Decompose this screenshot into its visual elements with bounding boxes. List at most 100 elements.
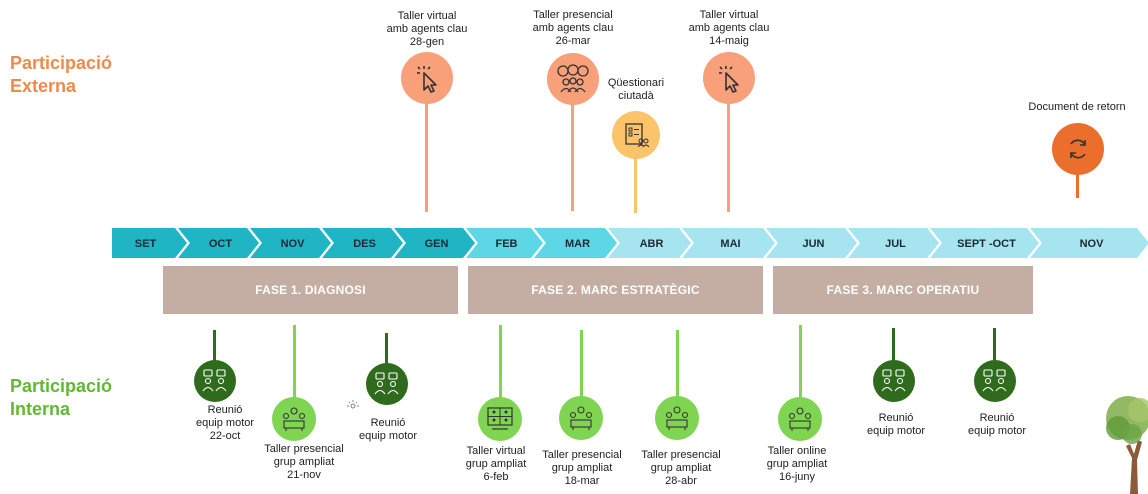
team-meeting-icon <box>982 369 1007 392</box>
phase-1-box: FASE 1. DIAGNOSI <box>163 266 458 314</box>
ext-event-1-line1: Taller virtual <box>397 10 457 22</box>
timeline-month-label: OCT <box>209 238 233 250</box>
external-title-line2: Externa <box>10 76 77 96</box>
int-event-6-circle <box>655 396 699 440</box>
timeline-month-label: SEPT -OCT <box>957 238 1016 250</box>
refresh-icon <box>1070 139 1086 159</box>
phase-1-label: FASE 1. DIAGNOSI <box>255 283 366 297</box>
ext-event-4-line3: 14-maig <box>709 35 749 47</box>
ext-event-1-circle <box>401 52 453 104</box>
int-event-1-label: Reunió equip motor 22-oct <box>196 404 254 443</box>
timeline-month-label: MAR <box>565 238 590 250</box>
int-event-8-label: Reunió equip motor <box>867 412 925 438</box>
ext-event-4-circle <box>703 52 755 104</box>
team-meeting-icon <box>881 369 906 392</box>
ext-event-2-line3: 26-mar <box>555 35 591 47</box>
ext-event-5-line1: Document de retorn <box>1028 101 1126 113</box>
timeline-chevron <box>534 228 617 258</box>
phase-2-label: FASE 2. MARC ESTRATÈGIC <box>531 283 700 297</box>
int-event-6-label: Taller presencial grup ampliat 28-abr <box>641 449 720 488</box>
int-event-9-circle <box>974 360 1016 402</box>
phase-3-label: FASE 3. MARC OPERATIU <box>826 283 980 297</box>
team-meeting-icon <box>374 372 399 395</box>
int-event-1-stem <box>213 330 216 370</box>
int-event-7-line3: 16-juny <box>778 471 816 483</box>
int-event-1-line2: equip motor <box>195 417 255 429</box>
int-event-4-circle <box>478 397 522 441</box>
timeline-chevron <box>608 228 691 258</box>
ext-event-5-circle <box>1052 123 1104 175</box>
int-event-8-stem <box>892 328 895 365</box>
int-event-3-line2: equip motor <box>358 430 418 442</box>
timeline-month-label: GEN <box>425 238 449 250</box>
int-event-1-line1: Reunió <box>207 404 243 416</box>
timeline-chevron <box>394 228 475 258</box>
timeline-chevron <box>178 228 259 258</box>
timeline-chevron <box>682 228 775 258</box>
ext-event-1-line2: amb agents clau <box>386 23 468 35</box>
cursor-click-icon <box>719 66 739 93</box>
video-call-icon <box>487 407 513 430</box>
int-event-6-stem <box>676 330 679 400</box>
ext-event-5-stem <box>1076 165 1079 198</box>
int-event-5-stem <box>580 330 583 400</box>
int-event-6-line3: 28-abr <box>665 475 697 487</box>
internal-title-line1: Participació <box>10 376 113 396</box>
ext-event-4-label: Taller virtual amb agents clau 14-maig <box>689 9 770 48</box>
timeline-month-label: ABR <box>640 238 664 250</box>
ext-event-2-line2: amb agents clau <box>532 22 614 34</box>
timeline-chevron <box>930 228 1039 258</box>
int-event-4-line1: Taller virtual <box>466 445 526 457</box>
workshop-table-icon <box>788 407 812 431</box>
timeline-month-label: DES <box>353 238 376 250</box>
internal-participation-title: Participació Interna <box>10 375 112 421</box>
ext-event-3-line1: Qüestionari <box>607 77 665 89</box>
int-event-8-line1: Reunió <box>878 412 914 424</box>
int-event-7-line1: Taller online <box>767 445 827 457</box>
ext-event-1-label: Taller virtual amb agents clau 28-gen <box>387 10 468 49</box>
timeline-month-label: NOV <box>281 238 306 250</box>
int-event-2-stem <box>293 325 296 400</box>
int-event-5-line1: Taller presencial <box>542 449 622 461</box>
int-event-3-stem <box>385 333 388 370</box>
int-event-9-line2: equip motor <box>967 425 1027 437</box>
int-event-2-line1: Taller presencial <box>264 443 344 455</box>
ext-event-1-line3: 28-gen <box>409 36 445 48</box>
timeline-month-label: FEB <box>496 238 518 250</box>
int-event-9-label: Reunió equip motor <box>968 412 1026 438</box>
team-meeting-icon <box>202 369 227 392</box>
int-event-6-line2: grup ampliat <box>650 462 712 474</box>
ext-event-2-label: Taller presencial amb agents clau 26-mar <box>533 9 614 48</box>
timeline-chevron <box>250 228 331 258</box>
timeline-month-label: MAI <box>720 238 740 250</box>
int-event-7-label: Taller online grup ampliat 16-juny <box>767 445 828 484</box>
timeline-chevron <box>848 228 939 258</box>
int-event-2-line2: grup ampliat <box>273 456 335 468</box>
timeline-month-label: JUN <box>802 238 824 250</box>
timeline-chevron <box>1030 228 1148 258</box>
timeline-chevron <box>322 228 403 258</box>
int-event-7-stem <box>799 325 802 400</box>
ext-event-5-label: Document de retorn <box>1028 101 1125 114</box>
int-event-7-line2: grup ampliat <box>766 458 828 470</box>
phase-3-box: FASE 3. MARC OPERATIU <box>773 266 1033 314</box>
int-event-2-circle <box>272 397 316 441</box>
internal-title-line2: Interna <box>10 399 71 419</box>
ext-event-3-circle <box>612 111 660 159</box>
cursor-click-icon <box>417 66 437 93</box>
int-event-8-line2: equip motor <box>866 425 926 437</box>
ext-event-4-stem <box>727 100 730 212</box>
workshop-table-icon <box>569 406 593 430</box>
int-event-1-circle <box>194 360 236 402</box>
int-event-2-label: Taller presencial grup ampliat 21-nov <box>264 443 343 482</box>
timeline-month-label: JUL <box>885 238 906 250</box>
people-chat-icon <box>557 64 589 93</box>
timeline-chevron <box>466 228 543 258</box>
int-event-7-circle <box>778 397 822 441</box>
timeline-month-label: SET <box>135 238 157 250</box>
tree-logo-icon <box>1106 396 1148 494</box>
workshop-table-icon <box>665 406 689 430</box>
int-event-1-line3: 22-oct <box>209 430 241 442</box>
ext-event-3-label: Qüestionari ciutadà <box>608 77 664 103</box>
